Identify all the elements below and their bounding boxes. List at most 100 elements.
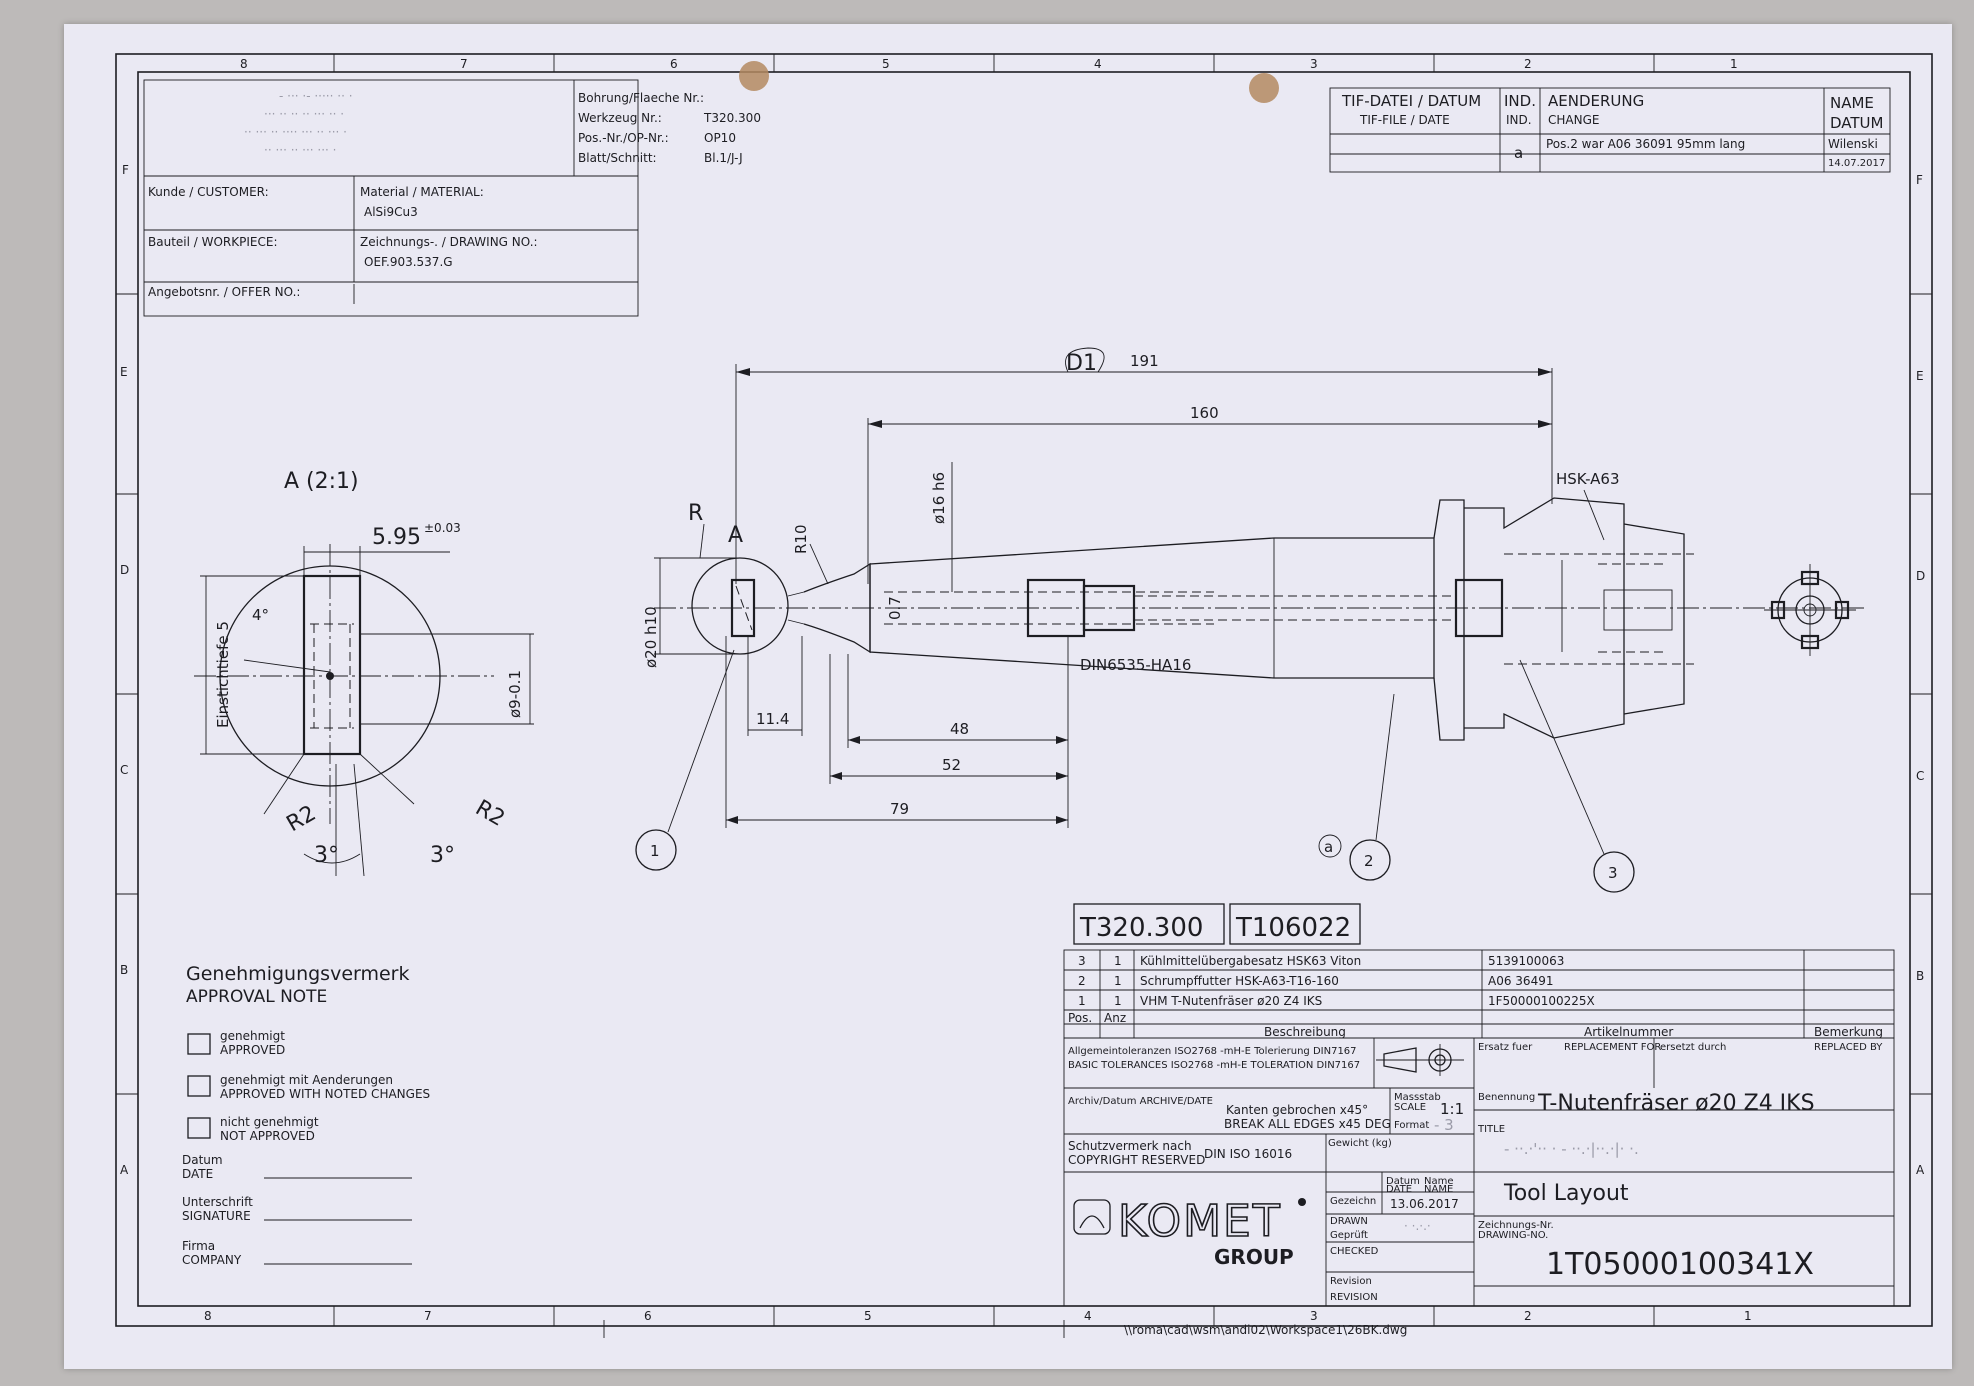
gezeichn-en: DRAWN bbox=[1330, 1216, 1368, 1227]
label-a: A bbox=[728, 523, 743, 548]
annotation-d1: D1 bbox=[1066, 351, 1097, 376]
row-label: C bbox=[1916, 769, 1924, 783]
hdr-anz: Anz bbox=[1104, 1011, 1126, 1025]
label-hsk: HSK-A63 bbox=[1556, 470, 1620, 488]
sign-de: Unterschrift bbox=[182, 1195, 253, 1209]
massstab-de: Massstab bbox=[1394, 1092, 1441, 1103]
part-desc: Schrumpffutter HSK-A63-T16-160 bbox=[1140, 974, 1339, 988]
name-label: NAME bbox=[1830, 94, 1874, 112]
option-de: genehmigt mit Aenderungen bbox=[220, 1073, 393, 1087]
balloon-3: 3 bbox=[1608, 864, 1618, 882]
datum-de: Datum bbox=[1386, 1176, 1420, 1187]
customer-label: Kunde / CUSTOMER: bbox=[148, 185, 269, 199]
file-path: \\roma\cad\wsm\andi02\Workspace1\26BK.dw… bbox=[1124, 1323, 1407, 1337]
sign-en: SIGNATURE bbox=[182, 1209, 251, 1223]
replacement-for: REPLACEMENT FOR bbox=[1564, 1042, 1661, 1053]
row-label: D bbox=[1916, 569, 1925, 583]
dim-48: 48 bbox=[950, 720, 969, 738]
dim-diameter: ø9-0.1 bbox=[506, 670, 524, 718]
col-label: 4 bbox=[1094, 57, 1102, 71]
parts-list: T320.300 T106022 3 1 Kühlmittelübergabes… bbox=[1063, 903, 1895, 1039]
drawn-name: · ·.·.· bbox=[1404, 1219, 1431, 1233]
hdr-pos: Pos. bbox=[1068, 1011, 1092, 1025]
col-label: 8 bbox=[204, 1309, 212, 1323]
rev-ind: a bbox=[1514, 144, 1523, 162]
part-anz: 1 bbox=[1114, 954, 1122, 968]
material-label: Material / MATERIAL: bbox=[360, 185, 484, 199]
hdr-desc: Beschreibung bbox=[1264, 1025, 1346, 1039]
offer-label: Angebotsnr. / OFFER NO.: bbox=[148, 285, 300, 299]
balloon-2: 2 bbox=[1364, 852, 1374, 870]
firma-en: COMPANY bbox=[182, 1253, 242, 1267]
blurred-address: ·· ··· ·· ···· ··· ·· ··· · bbox=[244, 125, 347, 139]
gewicht-label: Gewicht (kg) bbox=[1328, 1138, 1392, 1149]
schutz-de: Schutzvermerk nach bbox=[1068, 1139, 1192, 1153]
tif-label: TIF-DATEI / DATUM bbox=[1341, 92, 1481, 110]
drawing-nr-de: Zeichnungs-Nr. bbox=[1478, 1220, 1554, 1231]
row-label: D bbox=[120, 563, 129, 577]
dim-r10: R10 bbox=[792, 524, 810, 554]
kanten-en: BREAK ALL EDGES x45 DEG bbox=[1224, 1117, 1391, 1131]
detail-title: A (2:1) bbox=[284, 469, 359, 494]
tool-no-2: T106022 bbox=[1235, 913, 1351, 943]
drawing-nr-en: DRAWING-NO. bbox=[1478, 1230, 1548, 1241]
col-label: 6 bbox=[670, 57, 678, 71]
part-article: A06 36491 bbox=[1488, 974, 1553, 988]
row-label: B bbox=[120, 963, 128, 977]
title-blurred: - ··.·'·· · - ··.·|··.·|· ·. bbox=[1504, 1140, 1639, 1158]
col-label: 1 bbox=[1730, 57, 1738, 71]
checkbox-approved[interactable] bbox=[187, 1033, 211, 1055]
archive-label: Archiv/Datum ARCHIVE/DATE bbox=[1068, 1096, 1213, 1107]
option-de: nicht genehmigt bbox=[220, 1115, 319, 1129]
label-r: R bbox=[688, 501, 703, 526]
row-label: E bbox=[120, 365, 128, 379]
detail-view-a: A (2:1) 5.95 ±0.03 Einstichtiefe 5 4° ø9… bbox=[194, 469, 534, 877]
part-desc: VHM T-Nutenfräser ø20 Z4 IKS bbox=[1140, 994, 1322, 1008]
row-label: C bbox=[120, 763, 128, 777]
radius-left: R2 bbox=[283, 801, 321, 837]
checkbox-not-approved[interactable] bbox=[187, 1117, 211, 1139]
checkbox-approved-changes[interactable] bbox=[187, 1075, 211, 1097]
option-en: NOT APPROVED bbox=[220, 1129, 315, 1143]
option-en: APPROVED bbox=[220, 1043, 285, 1057]
kanten-de: Kanten gebrochen x45° bbox=[1226, 1103, 1368, 1117]
label-din: DIN6535-HA16 bbox=[1080, 656, 1191, 674]
header-block: - ··· ·- ····· ·· · ··· ·· ·· ·· ··· ·· … bbox=[143, 79, 761, 317]
werkzeug-value: T320.300 bbox=[703, 111, 761, 125]
col-label: 7 bbox=[424, 1309, 432, 1323]
schutz-en: COPYRIGHT RESERVED bbox=[1068, 1153, 1205, 1167]
tolerances-de: Allgemeintoleranzen ISO2768 -mH-E Toleri… bbox=[1068, 1046, 1357, 1057]
material-value: AlSi9Cu3 bbox=[364, 205, 418, 219]
part-anz: 1 bbox=[1114, 994, 1122, 1008]
ersatz-fuer: Ersatz fuer bbox=[1478, 1042, 1533, 1053]
row-label: B bbox=[1916, 969, 1924, 983]
option-de: genehmigt bbox=[220, 1029, 285, 1043]
logo-sub: GROUP bbox=[1214, 1245, 1294, 1269]
blurred-address: ·· ··· ·· ··· ··· · bbox=[264, 143, 336, 157]
col-label: 3 bbox=[1310, 1309, 1318, 1323]
name-de: Name bbox=[1424, 1176, 1454, 1187]
blurred-address: ··· ·· ·· ·· ··· ·· · bbox=[264, 107, 344, 121]
part-anz: 1 bbox=[1114, 974, 1122, 988]
dim-width-tol: ±0.03 bbox=[424, 521, 461, 535]
part-pos: 3 bbox=[1078, 954, 1086, 968]
ersetzt-durch: ersetzt durch bbox=[1660, 1042, 1726, 1053]
option-en: APPROVED WITH NOTED CHANGES bbox=[220, 1087, 430, 1101]
datum-label: DATUM bbox=[1830, 114, 1883, 132]
col-label: 3 bbox=[1310, 57, 1318, 71]
dim-d20: ø20 h10 bbox=[642, 606, 660, 668]
col-label: 6 bbox=[644, 1309, 652, 1323]
approval-title-en: APPROVAL NOTE bbox=[186, 987, 327, 1007]
dim-160: 160 bbox=[1190, 404, 1219, 422]
gezeichn-de: Gezeichn bbox=[1330, 1196, 1376, 1207]
datum-en: DATE bbox=[1386, 1184, 1412, 1195]
col-label: 2 bbox=[1524, 1309, 1532, 1323]
col-label: 4 bbox=[1084, 1309, 1092, 1323]
main-view-tool-assembly: 191 D1 160 bbox=[635, 347, 1864, 893]
technical-drawing: 8 7 6 5 4 3 2 1 8 7 6 5 4 3 2 1 F E D C … bbox=[115, 53, 1933, 1338]
punch-holes bbox=[739, 61, 1279, 103]
dim-d16: ø16 h6 bbox=[930, 472, 948, 524]
dim-07: 0.7 bbox=[886, 596, 904, 620]
revision-de: Revision bbox=[1330, 1276, 1372, 1287]
end-view bbox=[1764, 564, 1856, 656]
